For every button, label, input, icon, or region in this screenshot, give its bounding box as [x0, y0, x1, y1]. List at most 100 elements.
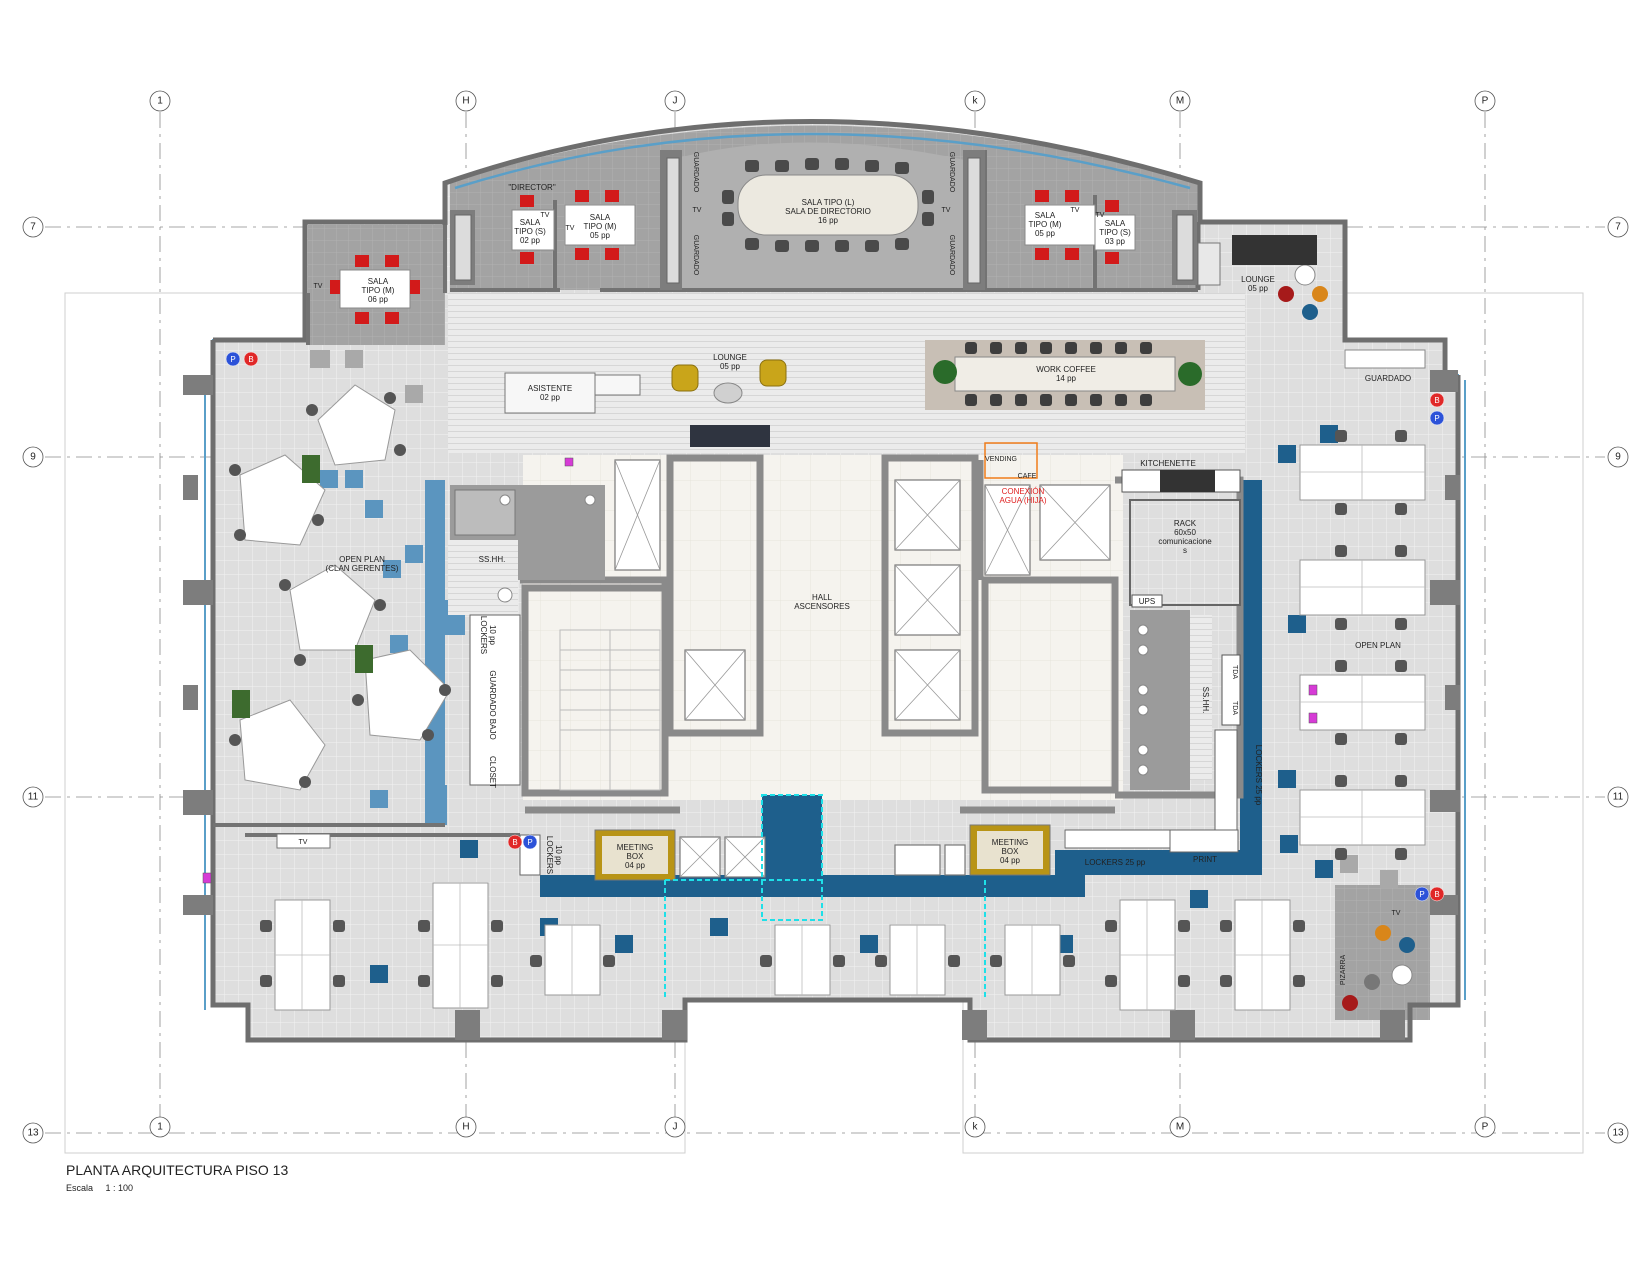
grid-col-h-top: H [462, 96, 469, 107]
desks-bottom [274, 882, 1291, 1011]
desks-right [1299, 444, 1426, 846]
sala-s2-l3: 03 pp [1105, 237, 1126, 246]
scale-value: 1 : 100 [105, 1183, 134, 1193]
sala-s2-l1: SALA [1105, 219, 1126, 228]
kitchenette-label: KITCHENETTE [1140, 459, 1196, 468]
meeting-box-1-l2: BOX [627, 852, 645, 861]
tv-marker-4: TV [693, 207, 702, 214]
meeting-box-1-l3: 04 pp [625, 861, 646, 870]
stair [559, 629, 661, 791]
guardado-bajo-label: GUARDADO BAJO [488, 670, 497, 739]
meeting-box-2-l1: MEETING [992, 838, 1028, 847]
lockers-25h-label: LOCKERS 25 pp [1085, 858, 1146, 867]
cyan-dashed-zone [664, 794, 986, 1000]
ups-label: UPS [1139, 597, 1155, 606]
accent-tiles-light [320, 470, 465, 825]
rack-l2: 60x50 [1174, 528, 1196, 537]
grid-col-j-bottom: J [673, 1122, 678, 1133]
tv-marker-5: TV [942, 207, 951, 214]
sala-m2-l1: SALA [1035, 211, 1056, 220]
toilet-1 [499, 494, 511, 506]
tv-marker-6: TV [1071, 207, 1080, 214]
stove [1197, 242, 1221, 286]
magenta-markers [202, 457, 1318, 884]
gerentes-plants [232, 455, 373, 718]
meeting-box-1-in [602, 836, 668, 874]
print-station [1169, 829, 1239, 853]
lounge-right-l1: LOUNGE [1241, 275, 1275, 284]
work-coffee-l2: 14 pp [1056, 374, 1077, 383]
ups-box [1131, 594, 1163, 608]
vending-outline [984, 442, 1038, 479]
rack-room [1129, 499, 1241, 606]
meeting-box-2-l2: BOX [1002, 847, 1020, 856]
red-chairs [330, 190, 1119, 324]
sala-s1-l1: SALA [520, 218, 541, 227]
grid-bubbles-rows [22, 216, 1629, 1144]
rack-l3: comunicacione [1158, 537, 1212, 546]
sala-m1-l3: 05 pp [590, 231, 611, 240]
hall-l1: HALL [812, 593, 833, 602]
desk-dividers-right [1300, 445, 1425, 845]
sala-s2-l2: TIPO (S) [1099, 228, 1131, 237]
desk-dividers-bottom [275, 883, 1290, 1010]
elevator-crosses [614, 459, 1111, 878]
sala-m2-l2: TIPO (M) [1029, 220, 1062, 229]
sala-s1-l2: TIPO (S) [514, 227, 546, 236]
parking-marker-4: P [1419, 890, 1424, 899]
work-coffee-plants [933, 360, 1202, 386]
sala-m2-l3: 05 pp [1035, 229, 1056, 238]
tv-box-bottom [276, 833, 331, 849]
lockers-10b-pp: 10 pp [554, 845, 563, 866]
right-lounge-seats [1278, 264, 1328, 320]
rack-l1: RACK [1174, 519, 1197, 528]
work-coffee-table [954, 356, 1176, 392]
lockers-10-cabinet [469, 614, 521, 786]
hall-l2: ASCENSORES [794, 602, 850, 611]
lounge-right-l2: 05 pp [1248, 284, 1269, 293]
toilets-right [1137, 624, 1149, 776]
sala-dir-l3: 16 pp [818, 216, 839, 225]
tv-marker-7: TV [1096, 212, 1105, 219]
lounge-center-l1: LOUNGE [713, 353, 747, 362]
sala-left-l1: SALA [368, 277, 389, 286]
open-plan-right-label: OPEN PLAN [1355, 641, 1401, 650]
conexion-l1: CONEXIÓN [1002, 487, 1045, 496]
lockers-25v-label: LOCKERS 25 pp [1254, 745, 1263, 806]
drawing-scale: Escala 1 : 100 [66, 1183, 143, 1193]
meeting-box-2-in [977, 831, 1043, 869]
open-plan-left-l2: (CLAN GERENTES) [326, 564, 399, 573]
sala-left-l3: 06 pp [368, 295, 389, 304]
sshh-right-corridor [1190, 615, 1212, 780]
gerentes-chairs [229, 392, 451, 788]
guardado-v-1: GUARDADO [692, 152, 699, 193]
grid-col-p-bottom: P [1482, 1122, 1489, 1133]
sshh-left-label: SS.HH. [479, 555, 506, 564]
grid-row-7-left: 7 [30, 222, 36, 233]
lockers-25-vert [1214, 729, 1238, 831]
exterior-walls [210, 119, 1461, 1043]
sala-dir-l2: SALA DE DIRECTORIO [785, 207, 871, 216]
lockers-25-cabinet [1064, 829, 1176, 849]
drawing-title: PLANTA ARQUITECTURA PISO 13 [66, 1162, 289, 1178]
asistente-counter [594, 374, 641, 396]
grid-col-1-bottom: 1 [157, 1122, 163, 1133]
grid-col-k-top: k [973, 96, 979, 107]
cafe-label: CAFE [1018, 473, 1037, 480]
director-label: "DIRECTOR" [508, 183, 555, 192]
scale-label: Escala [66, 1183, 94, 1193]
closet-label: CLOSET [488, 756, 497, 788]
kitchenette-dark [1160, 470, 1215, 492]
lounge-table [713, 382, 743, 404]
grid-row-13-right: 13 [1612, 1128, 1624, 1139]
guardado-v-2: GUARDADO [692, 235, 699, 276]
hall-floor [523, 455, 1123, 800]
sala-dir-l1: SALA TIPO (L) [802, 198, 855, 207]
directory-chairs [722, 158, 934, 252]
sshh-left-corridor [448, 540, 518, 615]
meeting-box-2-l3: 04 pp [1000, 856, 1021, 865]
lockers-10a-pp: 10 pp [488, 625, 497, 646]
pizarra-label: PIZARRA [1340, 955, 1347, 986]
meeting-box-1-l1: MEETING [617, 843, 653, 852]
asistente-l2: 02 pp [540, 393, 561, 402]
